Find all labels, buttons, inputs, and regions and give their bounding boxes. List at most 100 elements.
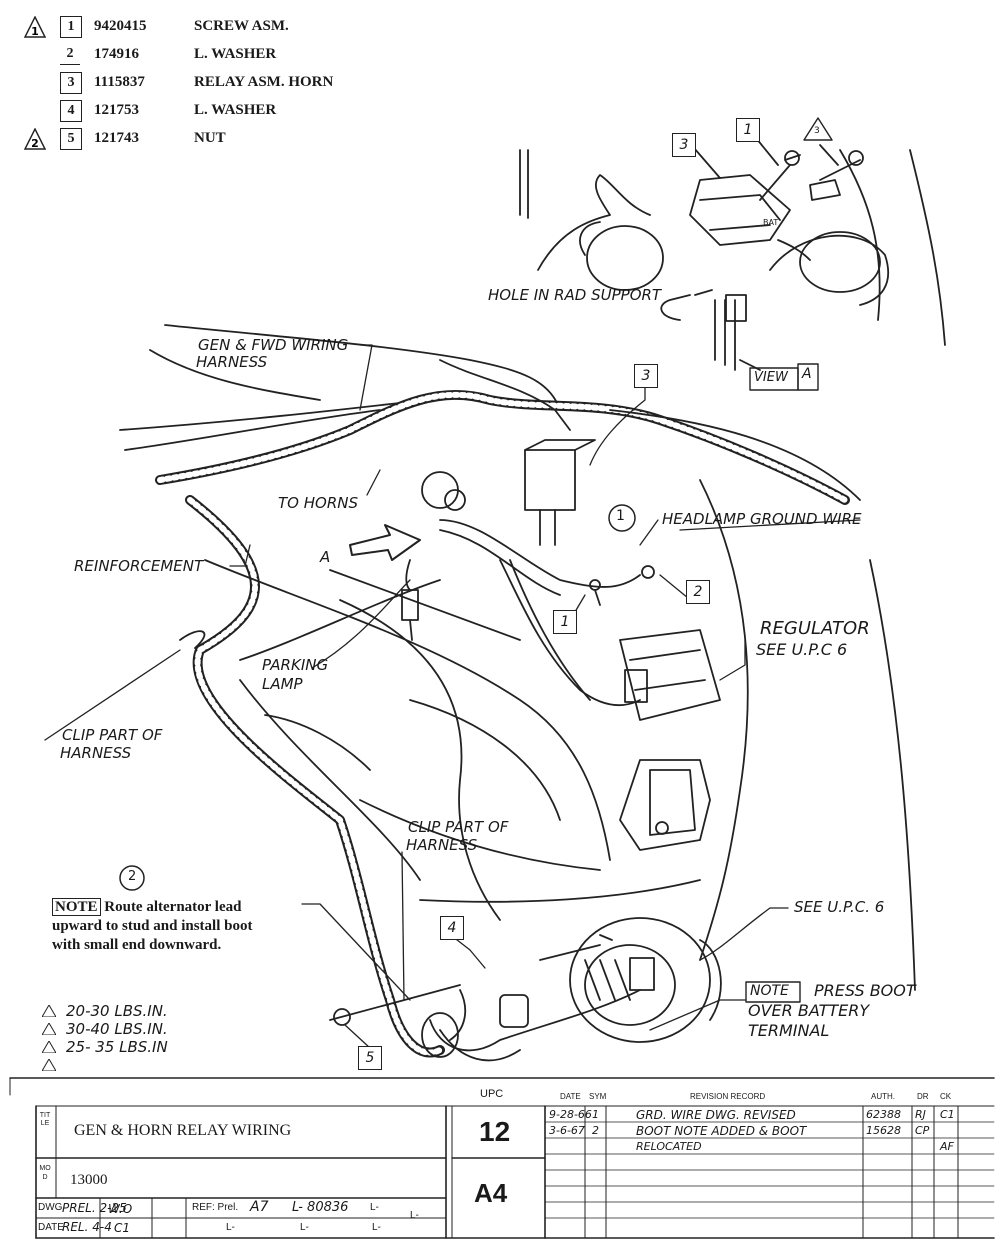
- route-alternator-note: NOTE Route alternator lead upward to stu…: [52, 898, 252, 955]
- rev-dr: CP: [915, 1124, 930, 1137]
- label-parking-lamp-2: LAMP: [262, 675, 303, 693]
- svg-text:2: 2: [31, 137, 39, 150]
- part-number: 174916: [94, 46, 139, 62]
- label-clip-harness-left: CLIP PART OF: [62, 726, 163, 744]
- title-side-label: TITLE: [39, 1112, 51, 1127]
- part-number: 1115837: [94, 74, 145, 90]
- rev-sym: 2: [592, 1124, 599, 1137]
- label-press-boot: PRESS BOOT: [814, 981, 916, 1000]
- parts-row: 2 174916 L. WASHER: [24, 44, 444, 68]
- callout-view-a-3: 3: [672, 133, 696, 157]
- rev-header-auth: AUTH.: [871, 1092, 895, 1101]
- part-index: 1: [60, 16, 82, 38]
- callout-main-4: 4: [440, 916, 464, 940]
- svg-text:1: 1: [31, 25, 39, 38]
- torque-specs: 20-30 LBS.IN. 30-40 LBS.IN. 25- 35 LBS.I…: [41, 1002, 168, 1074]
- rev-auth: 15628: [866, 1124, 901, 1137]
- part-number: 121753: [94, 102, 139, 118]
- label-over-battery: OVER BATTERY: [748, 1001, 870, 1020]
- torque-value: 25- 35 LBS.IN: [66, 1038, 168, 1056]
- dwg-label: DWG: [38, 1202, 63, 1213]
- date-value: REL. 4-4: [62, 1220, 112, 1234]
- rev-ck: C1: [940, 1108, 955, 1121]
- part-name: SCREW ASM.: [194, 18, 289, 34]
- label-view-letter: A: [802, 366, 812, 382]
- rev-date: 3-6-67: [549, 1124, 585, 1137]
- callout-main-1-circle: 1: [616, 508, 625, 524]
- ref-value: A7: [250, 1199, 269, 1215]
- ref-l3: L-: [226, 1222, 235, 1233]
- rev-dr: RJ: [915, 1108, 926, 1121]
- torque-value: 20-30 LBS.IN.: [66, 1002, 168, 1020]
- rev-header-ck: CK: [940, 1092, 952, 1101]
- part-name: NUT: [194, 130, 226, 146]
- circled-two-label: 2: [128, 869, 137, 884]
- torque-row: 25- 35 LBS.IN: [41, 1038, 168, 1056]
- label-regulator-see-upc: SEE U.P.C 6: [756, 640, 848, 659]
- label-clip-harness-center-2: HARNESS: [406, 836, 478, 854]
- torque-row: 20-30 LBS.IN.: [41, 1002, 168, 1020]
- label-clip-harness-left-2: HARNESS: [60, 744, 132, 762]
- label-regulator: REGULATOR: [760, 618, 870, 639]
- callout-main-5: 5: [358, 1046, 382, 1070]
- mod-side-label: MOD: [39, 1165, 51, 1181]
- part-number: 9420415: [94, 18, 147, 34]
- wo-value: C1: [114, 1221, 131, 1235]
- part-name: RELAY ASM. HORN: [194, 74, 334, 90]
- label-gen-fwd-harness: GEN & FWD WIRING: [198, 336, 349, 354]
- torque-triangle-icon: [41, 1040, 57, 1054]
- torque-triangle-icon: [41, 1004, 57, 1018]
- title-block-frame: [9, 1077, 995, 1239]
- part-number: 121743: [94, 130, 139, 146]
- label-see-upc6: SEE U.P.C. 6: [794, 898, 885, 916]
- rev-auth: 62388: [866, 1108, 901, 1121]
- label-torque-3: 3: [814, 126, 820, 136]
- label-to-horns: TO HORNS: [278, 494, 358, 512]
- rev-header-date: DATE: [560, 1092, 581, 1101]
- label-bat: BAT: [763, 218, 779, 227]
- note-line-1: Route alternator lead: [104, 899, 242, 915]
- callout-main-2: 2: [686, 580, 710, 604]
- part-index: 4: [60, 100, 82, 122]
- parts-row: 1 1 9420415 SCREW ASM.: [24, 16, 444, 40]
- ref-label: REF: Prel.: [192, 1202, 239, 1213]
- rev-header-dr: DR: [917, 1092, 929, 1101]
- upc-header: UPC: [480, 1088, 504, 1100]
- rev-ck: AF: [940, 1140, 954, 1153]
- label-parking-lamp: PARKING: [262, 656, 329, 674]
- drawing-title: GEN & HORN RELAY WIRING: [74, 1122, 292, 1139]
- dwg-value: PREL. 2-25: [62, 1201, 127, 1215]
- ref-l4: L-: [300, 1222, 309, 1233]
- label-clip-harness-center: CLIP PART OF: [408, 818, 509, 836]
- ref-l5: L-: [372, 1222, 381, 1233]
- torque-triangle-icon: 2: [24, 128, 46, 150]
- callout-view-a-1: 1: [736, 118, 760, 142]
- label-hole-in-rad-support: HOLE IN RAD SUPPORT: [488, 286, 662, 304]
- note-line-3: with small end downward.: [52, 937, 222, 953]
- date-label: DATE: [38, 1222, 64, 1233]
- part-index: 5: [60, 128, 82, 150]
- view-a-inset: [519, 137, 946, 371]
- callout-main-3: 3: [634, 364, 658, 388]
- ref-l2: L-: [370, 1202, 379, 1213]
- sheet-number: A4: [474, 1178, 508, 1208]
- label-headlamp-ground-wire: HEADLAMP GROUND WIRE: [662, 510, 862, 528]
- label-gen-fwd-harness-2: HARNESS: [196, 353, 268, 371]
- part-name: L. WASHER: [194, 102, 277, 118]
- parts-row: 3 1115837 RELAY ASM. HORN: [24, 72, 444, 96]
- part-index: 3: [60, 72, 82, 94]
- label-reinforcement: REINFORCEMENT: [74, 557, 204, 575]
- callout-main-1: 1: [553, 610, 577, 634]
- torque-row: [41, 1056, 168, 1074]
- parts-row: 4 121753 L. WASHER: [24, 100, 444, 124]
- note-line-2: upward to stud and install boot: [52, 918, 253, 934]
- torque-triangle-icon: [41, 1058, 57, 1072]
- ref-l1: L- 80836: [292, 1200, 349, 1215]
- rev-header-sym: SYM: [589, 1092, 607, 1101]
- torque-triangle-icon: [41, 1022, 57, 1036]
- label-terminal: TERMINAL: [748, 1021, 830, 1040]
- torque-row: 30-40 LBS.IN.: [41, 1020, 168, 1038]
- rev-sym: 1: [592, 1108, 599, 1121]
- part-index: 2: [60, 44, 80, 65]
